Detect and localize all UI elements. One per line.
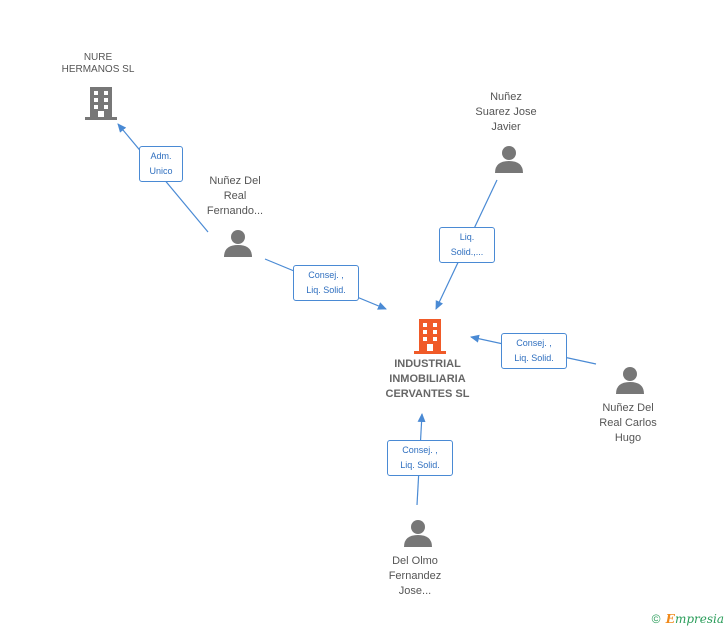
edge-label-line2: Liq. Solid. — [514, 353, 554, 363]
person-label-delolmo[interactable]: Del Olmo Fernandez Jose... — [370, 554, 460, 599]
person-name-line2: Fernandez — [388, 570, 442, 582]
edge-label-delolmo[interactable]: Consej. , Liq. Solid. — [387, 440, 453, 476]
edge-label-fernando[interactable]: Consej. , Liq. Solid. — [293, 265, 359, 301]
copyright-icon: © — [651, 612, 661, 626]
edge-label-line1: Consej. , — [516, 338, 552, 348]
edge-label-adm-unico[interactable]: Adm. Unico — [139, 146, 183, 182]
company-name-line1: NURE — [83, 52, 113, 63]
person-name-line3: Fernando... — [206, 205, 264, 217]
edge-label-line1: Adm. — [150, 151, 172, 161]
person-name-line3: Javier — [491, 121, 521, 133]
person-name-line1: Nuñez Del — [209, 175, 261, 187]
person-name-line2: Real — [223, 190, 247, 202]
brand-wordmark: Empresia — [666, 612, 724, 626]
building-icon[interactable] — [85, 86, 117, 120]
brand-initial: E — [665, 612, 675, 626]
empresia-logo[interactable]: © Empresia — [652, 612, 724, 626]
person-icon[interactable] — [223, 229, 253, 257]
edge-label-javier[interactable]: Liq. Solid.,... — [439, 227, 495, 263]
main-company-line2: INMOBILIARIA — [389, 373, 466, 385]
person-icon[interactable] — [494, 145, 524, 173]
company-label-nure[interactable]: NURE HERMANOS SL — [48, 52, 148, 76]
company-name-line2: HERMANOS SL — [61, 64, 135, 75]
edge-label-line1: Liq. — [459, 232, 475, 242]
edge-label-line2: Liq. Solid. — [400, 460, 440, 470]
person-label-carlos[interactable]: Nuñez Del Real Carlos Hugo — [583, 401, 673, 446]
main-company-line1: INDUSTRIAL — [394, 358, 461, 370]
person-label-javier[interactable]: Nuñez Suarez Jose Javier — [461, 90, 551, 135]
person-name-line2: Suarez Jose — [475, 106, 537, 118]
person-icon[interactable] — [615, 366, 645, 394]
person-name-line3: Jose... — [398, 585, 432, 597]
main-company-line3: CERVANTES SL — [385, 388, 470, 400]
building-icon-main[interactable] — [414, 318, 446, 354]
edge-label-line1: Consej. , — [308, 270, 344, 280]
person-name-line1: Del Olmo — [392, 555, 438, 567]
edge-label-line2: Unico — [149, 166, 173, 176]
edge-label-line1: Consej. , — [402, 445, 438, 455]
person-name-line3: Hugo — [614, 432, 642, 444]
brand-rest: mpresia — [674, 612, 724, 626]
person-name-line2: Real Carlos — [599, 417, 657, 429]
main-company-label[interactable]: INDUSTRIAL INMOBILIARIA CERVANTES SL — [360, 357, 495, 402]
person-label-fernando[interactable]: Nuñez Del Real Fernando... — [190, 174, 280, 219]
person-icon[interactable] — [403, 519, 433, 547]
edge-label-carlos[interactable]: Consej. , Liq. Solid. — [501, 333, 567, 369]
edge-label-line2: Liq. Solid. — [306, 285, 346, 295]
edge-label-line2: Solid.,... — [450, 247, 484, 257]
person-name-line1: Nuñez — [490, 91, 522, 103]
person-name-line1: Nuñez Del — [602, 402, 654, 414]
